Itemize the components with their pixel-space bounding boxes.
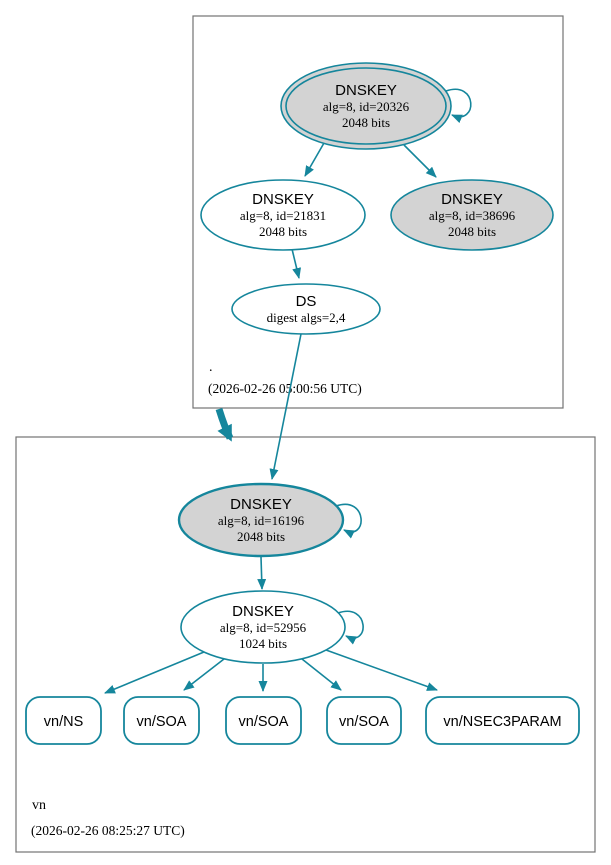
delegation-arrow [215,407,234,442]
ds-detail1: digest algs=2,4 [267,310,346,325]
dnskey-20326-detail2: 2048 bits [342,115,390,130]
dnskey-52956-type: DNSKEY [232,603,294,620]
rrset-vn-soa-3-label: vn/SOA [339,714,389,730]
zone-label-vn: vn [32,798,46,813]
dnskey-38696-ellipse [390,179,554,251]
edge-20326-38696 [403,144,437,178]
node-dnskey-16196: DNSKEY alg=8, id=16196 2048 bits [177,482,345,558]
rrset-vn-nsec3param-box [425,696,580,745]
edge-52956-ns [104,651,205,694]
zone-label-root: . [209,360,213,375]
dnskey-38696-detail2: 2048 bits [448,224,496,239]
selfloop-20326 [445,88,472,124]
selfloop-16196 [335,503,362,539]
rrset-vn-soa-2-label: vn/SOA [239,714,289,730]
dnskey-16196-type: DNSKEY [230,496,292,513]
edge-52956-nsec3param [325,649,438,691]
rrset-vn-ns-label: vn/NS [44,714,84,730]
dnskey-16196-detail2: 2048 bits [237,529,285,544]
node-dnskey-21831: DNSKEY alg=8, id=21831 2048 bits [200,179,366,251]
node-dnskey-52956: DNSKEY alg=8, id=52956 1024 bits [180,590,346,664]
edge-16196-52956 [257,556,267,590]
edge-20326-21831 [304,142,325,177]
rrset-vn-soa-1-box [123,696,200,745]
node-dnskey-20326: DNSKEY alg=8, id=20326 2048 bits [280,62,452,150]
dnskey-38696-type: DNSKEY [441,191,503,208]
dnskey-21831-detail2: 2048 bits [259,224,307,239]
rrset-vn-soa-1-label: vn/SOA [137,714,187,730]
dnskey-21831-ellipse [200,179,366,251]
rrset-vn-nsec3param-label: vn/NSEC3PARAM [443,714,561,730]
edge-ds-16196 [269,333,302,480]
dnskey-38696-detail1: alg=8, id=38696 [429,208,516,223]
node-rrset-vn-soa-1: vn/SOA [123,696,200,745]
node-rrset-vn-soa-2: vn/SOA [225,696,302,745]
edge-21831-ds [291,248,302,279]
dnskey-52956-ellipse [180,590,346,664]
node-rrset-vn-soa-3: vn/SOA [326,696,402,745]
dnskey-16196-ellipse [177,482,345,558]
ds-ellipse [231,283,381,335]
zone-timestamp-root: (2026-02-26 05:00:56 UTC) [208,381,362,396]
rrset-vn-soa-2-box [225,696,302,745]
zone-timestamp-vn: (2026-02-26 08:25:27 UTC) [31,823,185,838]
selfloop-52956 [337,610,364,645]
edge-52956-soa3 [301,658,342,691]
ds-type: DS [296,293,317,310]
rrset-vn-ns-box [25,696,102,745]
edge-52956-soa1 [183,658,225,691]
dnskey-20326-detail1: alg=8, id=20326 [323,99,410,114]
node-dnskey-38696: DNSKEY alg=8, id=38696 2048 bits [390,179,554,251]
node-ds: DS digest algs=2,4 [231,283,381,335]
rrset-vn-soa-3-box [326,696,402,745]
dnskey-16196-detail1: alg=8, id=16196 [218,513,305,528]
dnskey-21831-type: DNSKEY [252,191,314,208]
dnskey-20326-type: DNSKEY [335,82,397,99]
node-rrset-vn-nsec3param: vn/NSEC3PARAM [425,696,580,745]
dnskey-52956-detail2: 1024 bits [239,636,287,651]
node-rrset-vn-ns: vn/NS [25,696,102,745]
dnskey-20326-inner-ellipse [285,67,447,145]
dnskey-21831-detail1: alg=8, id=21831 [240,208,326,223]
dnskey-52956-detail1: alg=8, id=52956 [220,620,307,635]
